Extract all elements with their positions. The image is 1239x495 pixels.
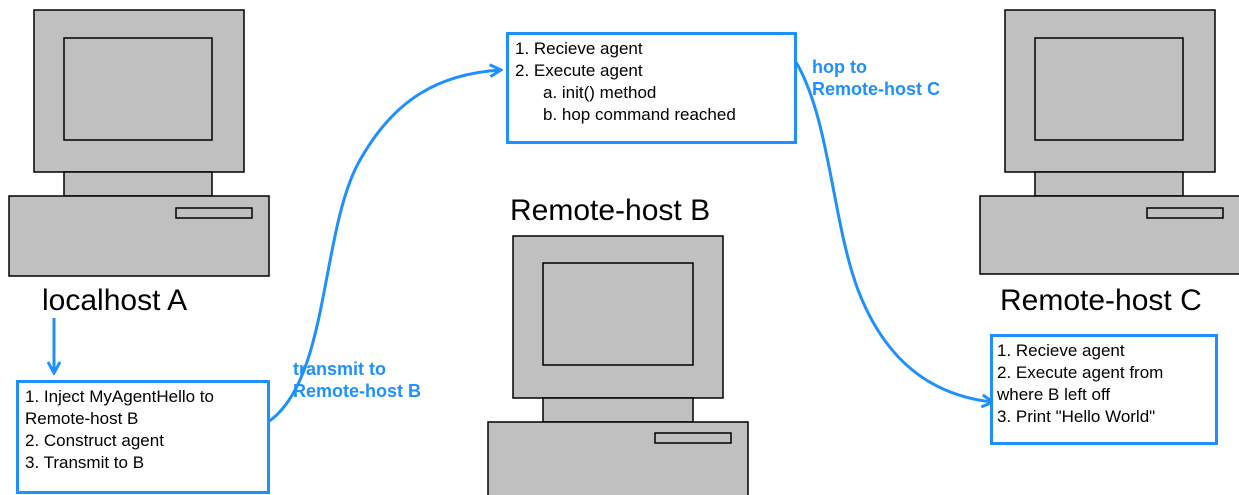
host-label-c: Remote-host C xyxy=(1000,284,1202,317)
step-line: 2. Execute agent xyxy=(515,61,643,80)
computer-icon-c xyxy=(979,9,1239,275)
step-line: 1. Recieve agent xyxy=(515,39,643,58)
step-line: Remote-host B xyxy=(25,409,139,428)
step-line: b. hop command reached xyxy=(543,105,736,124)
edge-label-transmit: transmit to Remote-host B xyxy=(293,358,421,402)
arrow-icon-transmit xyxy=(267,70,500,424)
step-line: where B left off xyxy=(997,385,1111,404)
step-line: 2. Construct agent xyxy=(25,431,164,450)
edge-label-hop: hop to Remote-host C xyxy=(812,56,940,100)
arrow-icon-hop xyxy=(794,61,992,402)
step-line: a. init() method xyxy=(543,83,657,102)
edge-label-line: hop to xyxy=(812,57,867,77)
edge-label-line: Remote-host C xyxy=(812,79,941,99)
step-line: 3. Print "Hello World" xyxy=(997,407,1156,426)
step-line: 3. Transmit to B xyxy=(25,453,145,472)
step-line: 1. Recieve agent xyxy=(997,341,1125,360)
step-box-c: 1. Recieve agent 2. Execute agent from w… xyxy=(990,334,1218,445)
step-line: 1. Inject MyAgentHello to xyxy=(25,387,214,406)
host-label-b: Remote-host B xyxy=(510,194,711,227)
host-label-a: localhost A xyxy=(42,284,188,317)
step-line: 2. Execute agent from xyxy=(997,363,1164,382)
step-box-b: 1. Recieve agent 2. Execute agent a. ini… xyxy=(506,32,797,144)
step-box-a: 1. Inject MyAgentHello to Remote-host B … xyxy=(16,380,270,494)
computer-icon-a xyxy=(8,9,270,277)
computer-icon-b xyxy=(487,235,749,495)
edge-label-line: transmit to xyxy=(293,359,387,379)
edge-label-line: Remote-host B xyxy=(293,381,422,401)
